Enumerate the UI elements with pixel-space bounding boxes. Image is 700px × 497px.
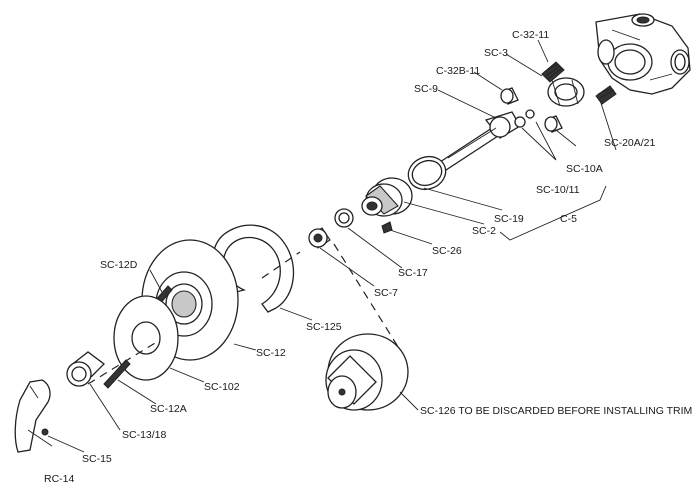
adapter-sc13-18 [66,351,105,387]
spacer-sc17 [334,208,354,228]
label-sc102: SC-102 [204,381,240,393]
label-sc13-18: SC-13/18 [122,429,167,441]
label-sc20a21: SC-20A/21 [604,137,656,149]
cylinder-sc20 [544,115,563,133]
label-rc14: RC-14 [44,473,75,485]
label-sc12: SC-12 [256,347,286,359]
label-sc19: SC-19 [494,213,524,225]
label-sc15: SC-15 [82,453,112,465]
o-ring-sc19 [407,155,447,191]
valve-body [595,13,691,95]
assembly-axis [87,243,401,385]
stem-sc9 [439,111,521,171]
label-c5: C-5 [560,213,577,225]
label-sc125: SC-125 [306,321,342,333]
label-sc12d: SC-12D [100,259,138,271]
stop-sc7 [308,227,331,249]
label-c32b-11: C-32B-11 [436,65,480,77]
washer-sc10 [514,109,535,128]
label-sc126: SC-126 TO BE DISCARDED BEFORE INSTALLING… [420,405,692,417]
label-sc12a: SC-12A [150,403,187,415]
handle-rc14 [14,379,51,453]
part-labels: C-32-11 SC-3 C-32B-11 SC-9 SC-20A/21 SC-… [44,29,692,485]
seat-spring-lower [595,85,617,105]
cylinder-c32b [500,87,519,105]
label-sc10-11: SC-10/11 [536,184,580,196]
label-sc17: SC-17 [398,267,428,279]
label-c32-11: C-32-11 [512,29,549,41]
cartridge-housing [547,77,585,107]
cap-sc126 [325,333,409,411]
leader-lines [27,39,617,453]
seat-spring-upper [541,61,565,83]
screw-sc12a [103,359,131,389]
label-sc7: SC-7 [374,287,398,299]
label-sc9: SC-9 [414,83,438,95]
label-sc10a: SC-10A [566,163,603,175]
label-sc3: SC-3 [484,47,508,59]
bonnet-sc2 [361,177,413,217]
label-sc2: SC-2 [472,225,496,237]
label-sc26: SC-26 [432,245,462,257]
set-screw-sc26 [381,221,393,234]
set-screw-sc15 [41,428,49,436]
